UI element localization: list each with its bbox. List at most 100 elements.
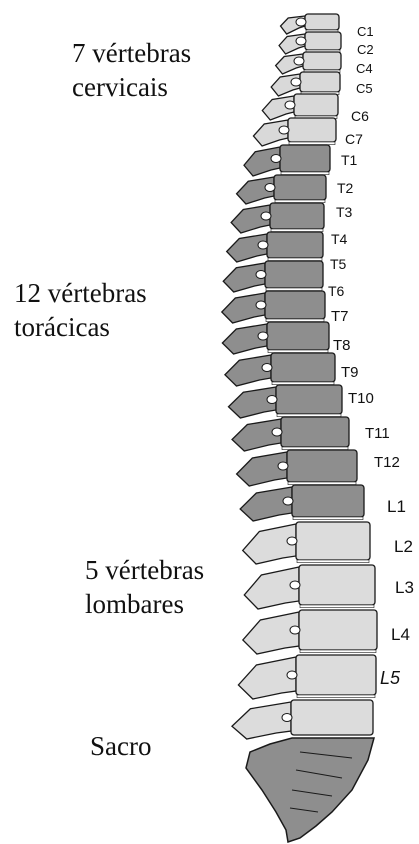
vertebra-process-21 <box>243 612 299 654</box>
vertebra-body-20 <box>299 565 375 605</box>
intervertebral-disc-6 <box>289 142 335 145</box>
region-label-sacrum: Sacro <box>90 729 151 763</box>
vertebra-body-7 <box>280 145 330 172</box>
vertebra-foramen-1 <box>296 18 306 26</box>
vertebra-foramen-2 <box>296 37 306 45</box>
vertebra-label-c6: C6 <box>351 108 369 124</box>
vertebra-label-t1: T1 <box>341 152 357 168</box>
vertebra-foramen-16 <box>272 428 282 436</box>
vertebra-foramen-10 <box>258 241 268 249</box>
vertebra-label-t2: T2 <box>337 180 353 196</box>
intervertebral-disc-8 <box>275 200 325 203</box>
vertebra-foramen-19 <box>287 537 297 545</box>
vertebra-foramen-22 <box>287 671 297 679</box>
vertebra-foramen-3 <box>294 57 304 65</box>
vertebra-body-14 <box>271 353 335 382</box>
region-label-lumbar-line2: lombares <box>85 587 204 621</box>
vertebra-foramen-5 <box>285 101 295 109</box>
vertebra-label-t7: T7 <box>331 308 349 325</box>
vertebra-body-3 <box>303 52 341 70</box>
vertebra-body-15 <box>276 385 342 414</box>
vertebra-body-10 <box>267 232 323 258</box>
intervertebral-disc-15 <box>277 414 341 417</box>
region-label-sacrum-line1: Sacro <box>90 729 151 763</box>
vertebra-process-22 <box>238 657 296 699</box>
vertebra-body-13 <box>267 322 329 350</box>
vertebra-label-l2: L2 <box>394 537 413 557</box>
vertebra-foramen-15 <box>267 396 277 404</box>
vertebra-body-22 <box>296 655 376 695</box>
vertebra-foramen-7 <box>271 155 281 163</box>
vertebra-process-23 <box>232 702 291 739</box>
vertebra-foramen-11 <box>256 271 266 279</box>
vertebra-body-17 <box>287 450 357 482</box>
vertebra-body-18 <box>292 485 364 517</box>
vertebra-body-4 <box>300 72 340 92</box>
vertebra-label-t5: T5 <box>330 256 346 272</box>
vertebra-label-t12: T12 <box>374 454 400 471</box>
region-label-thoracic-line1: 12 vértebras <box>14 276 147 310</box>
vertebra-body-23 <box>291 700 373 735</box>
region-label-cervical: 7 vértebras cervicais <box>72 36 191 104</box>
intervertebral-disc-7 <box>281 172 329 175</box>
vertebra-body-21 <box>299 610 377 650</box>
intervertebral-disc-11 <box>266 288 322 291</box>
intervertebral-disc-17 <box>288 482 356 485</box>
vertebra-label-t11: T11 <box>365 425 390 442</box>
vertebra-body-9 <box>270 203 324 229</box>
vertebra-body-19 <box>296 522 370 560</box>
vertebra-foramen-14 <box>262 364 272 372</box>
vertebra-label-l5: L5 <box>380 668 400 689</box>
vertebra-label-t3: T3 <box>336 204 352 220</box>
intervertebral-disc-14 <box>272 382 334 385</box>
vertebra-foramen-8 <box>265 184 275 192</box>
vertebra-label-l1: L1 <box>387 497 406 517</box>
region-label-cervical-line2: cervicais <box>72 70 191 104</box>
vertebra-foramen-18 <box>283 497 293 505</box>
vertebra-foramen-9 <box>261 212 271 220</box>
vertebra-foramen-6 <box>279 126 289 134</box>
vertebra-foramen-21 <box>290 626 300 634</box>
vertebra-label-c2: C2 <box>357 42 374 57</box>
vertebra-foramen-23 <box>282 714 292 722</box>
vertebra-label-t9: T9 <box>341 364 359 381</box>
intervertebral-disc-16 <box>282 447 348 450</box>
intervertebral-disc-20 <box>300 605 374 608</box>
region-label-thoracic-line2: torácicas <box>14 310 147 344</box>
vertebra-label-t10: T10 <box>348 390 374 407</box>
vertebra-label-c4: C4 <box>356 61 373 76</box>
region-label-lumbar: 5 vértebras lombares <box>85 553 204 621</box>
vertebra-body-6 <box>288 118 336 142</box>
intervertebral-disc-13 <box>268 350 328 353</box>
vertebra-body-5 <box>294 94 338 116</box>
vertebra-label-t8: T8 <box>333 337 351 354</box>
vertebra-label-c7: C7 <box>345 131 363 147</box>
vertebra-label-t4: T4 <box>331 231 347 247</box>
intervertebral-disc-10 <box>268 258 322 261</box>
vertebra-label-c5: C5 <box>356 81 373 96</box>
vertebra-body-11 <box>265 261 323 288</box>
vertebra-foramen-13 <box>258 332 268 340</box>
intervertebral-disc-12 <box>266 319 324 322</box>
vertebra-label-c1: C1 <box>357 24 374 39</box>
vertebra-foramen-17 <box>278 462 288 470</box>
intervertebral-disc-19 <box>297 560 369 563</box>
vertebra-body-12 <box>265 291 325 319</box>
intervertebral-disc-18 <box>293 517 363 520</box>
vertebra-label-l4: L4 <box>391 625 410 645</box>
intervertebral-disc-22 <box>297 695 375 698</box>
region-label-thoracic: 12 vértebras torácicas <box>14 276 147 344</box>
intervertebral-disc-9 <box>271 229 323 232</box>
vertebra-label-t6: T6 <box>328 283 344 299</box>
vertebra-foramen-12 <box>256 301 266 309</box>
vertebra-foramen-20 <box>290 581 300 589</box>
vertebra-body-2 <box>305 32 341 50</box>
intervertebral-disc-21 <box>300 650 376 653</box>
vertebra-body-1 <box>305 14 339 30</box>
vertebra-foramen-4 <box>291 78 301 86</box>
vertebra-label-l3: L3 <box>395 578 414 598</box>
vertebra-process-20 <box>244 567 299 609</box>
vertebra-body-16 <box>281 417 349 447</box>
